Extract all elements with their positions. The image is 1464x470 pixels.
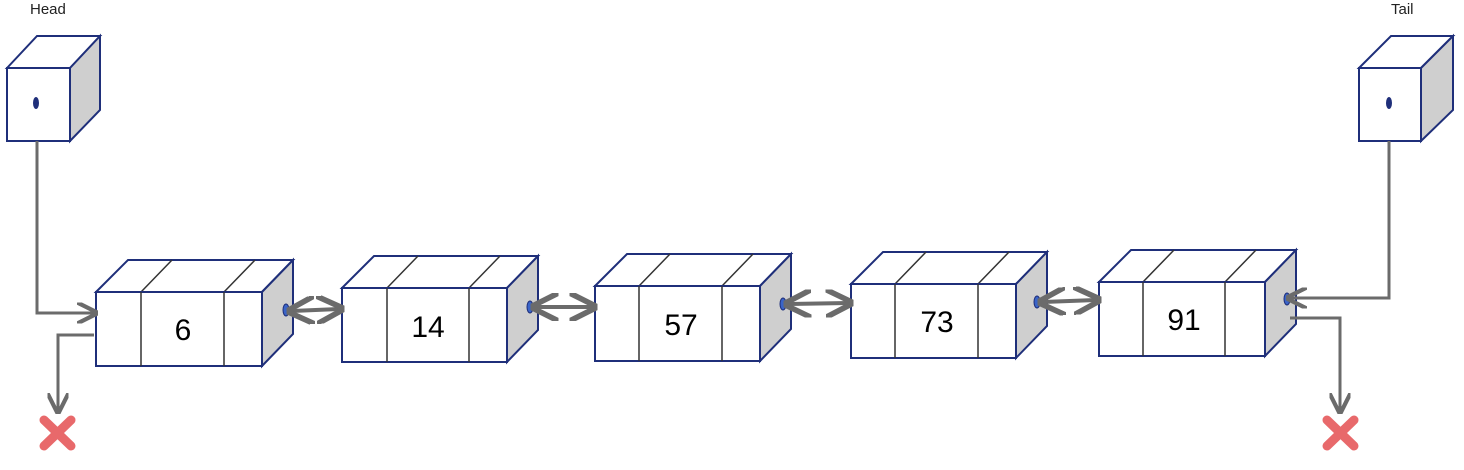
head-pointer-box	[4, 33, 103, 144]
node-1-value: 6	[175, 314, 192, 347]
head-label: Head	[30, 1, 66, 18]
head-pointer-arrow	[35, 141, 94, 313]
node-5-next-arrow	[1290, 316, 1340, 410]
list-node-3: 57	[592, 251, 794, 364]
tail-pointer-dot	[1386, 97, 1392, 109]
head-pointer-dot	[33, 97, 39, 109]
link-arrow-4-5	[1043, 300, 1096, 302]
node-4-value: 73	[920, 306, 953, 339]
link-arrow-1-2	[292, 309, 339, 311]
link-arrow-3-4	[789, 303, 848, 304]
list-node-1: 6	[93, 257, 296, 369]
list-node-4: 73	[848, 249, 1050, 361]
null-cross-icon	[39, 415, 76, 451]
node-5-value: 91	[1167, 304, 1200, 337]
null-cross-icon	[1322, 415, 1359, 451]
tail-pointer-arrow	[1290, 141, 1391, 298]
list-node-2: 14	[339, 253, 541, 365]
node-2-value: 14	[411, 311, 444, 344]
node-3-value: 57	[664, 309, 697, 342]
node-1-prev-arrow	[58, 333, 94, 410]
tail-label: Tail	[1391, 1, 1414, 18]
tail-pointer-box	[1356, 33, 1456, 144]
list-node-5: 91	[1096, 247, 1299, 359]
